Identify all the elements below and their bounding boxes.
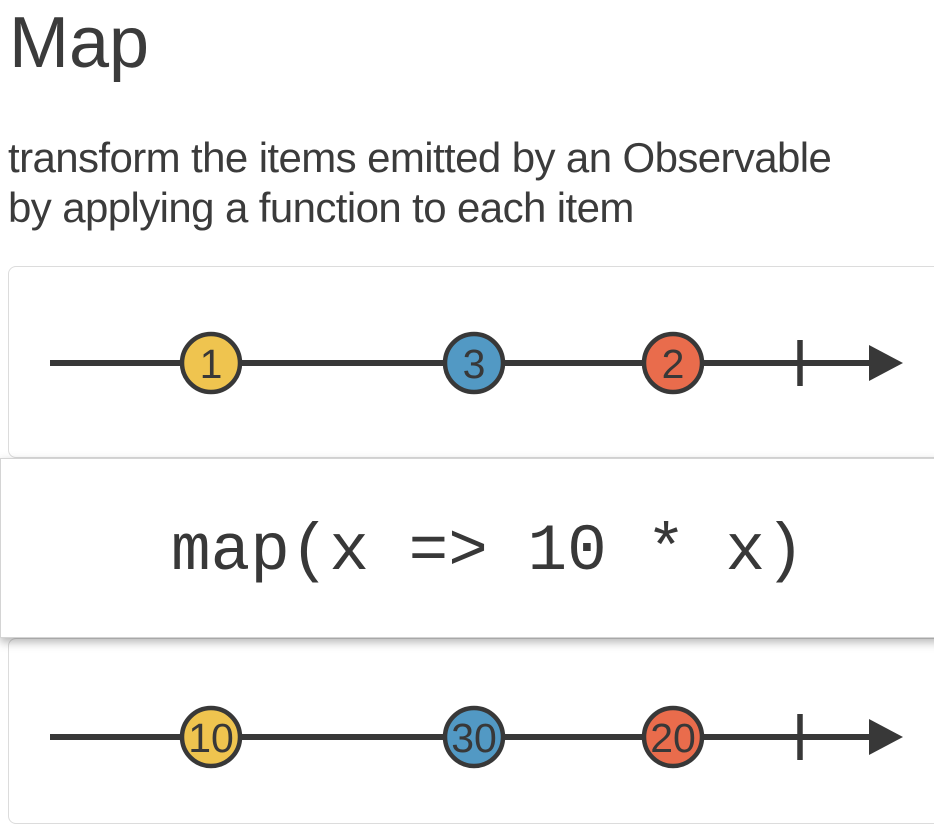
result-observable-timeline: 10 30 20 [50, 705, 903, 769]
source-marble-label-3: 3 [463, 341, 486, 387]
operator-box: map(x => 10 * x) [0, 458, 934, 638]
operator-description: transform the items emitted by an Observ… [8, 133, 832, 233]
page-title: Map [9, 3, 150, 83]
source-marble-label-2: 2 [662, 341, 685, 387]
result-marble-10[interactable] [179, 705, 243, 769]
result-marble-label-20: 20 [650, 715, 696, 761]
source-marble-1[interactable] [179, 331, 243, 395]
result-marble-label-10: 10 [188, 715, 234, 761]
result-marble-label-30: 30 [451, 715, 497, 761]
source-marble-3[interactable] [442, 331, 506, 395]
result-marble-30[interactable] [442, 705, 506, 769]
operator-description-line-2: by applying a function to each item [8, 184, 634, 231]
operator-code: map(x => 10 * x) [171, 513, 805, 589]
result-marble-20[interactable] [641, 705, 705, 769]
source-marble-2[interactable] [641, 331, 705, 395]
result-arrow-icon [869, 719, 903, 755]
source-marble-label-1: 1 [200, 341, 223, 387]
operator-description-line-1: transform the items emitted by an Observ… [8, 134, 832, 181]
source-observable-timeline: 1 3 2 [50, 331, 903, 395]
source-arrow-icon [869, 345, 903, 381]
